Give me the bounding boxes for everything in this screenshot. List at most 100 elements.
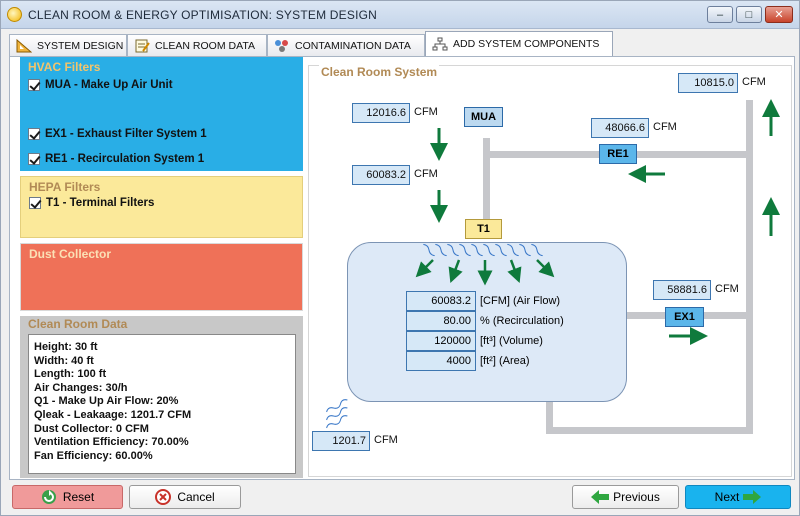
tab-label: CLEAN ROOM DATA: [155, 39, 255, 52]
cfm-unit-label: CFM: [653, 121, 677, 133]
room-volume-row: 120000 [ft³] (Volume): [406, 331, 543, 351]
checkbox[interactable]: [28, 153, 40, 165]
room-recirculation-value: 80.00: [406, 311, 476, 331]
room-data-line: Dust Collector: 0 CFM: [34, 422, 149, 435]
tab-contamination-data[interactable]: CONTAMINATION DATA: [267, 34, 425, 56]
checkbox-label: MUA - Make Up Air Unit: [45, 79, 173, 91]
hepa-filters-panel: HEPA Filters T1 - Terminal Filters: [20, 176, 303, 238]
checkbox[interactable]: [28, 79, 40, 91]
room-data-line: Fan Efficiency: 60.00%: [34, 449, 153, 462]
mua-inflow-value: 12016.6: [352, 103, 410, 123]
dust-collector-title: Dust Collector: [29, 247, 112, 261]
reset-button[interactable]: Reset: [12, 485, 123, 509]
ex1-component[interactable]: EX1: [665, 307, 704, 327]
room-data-line: Air Changes: 30/h: [34, 381, 128, 394]
hvac-item-mua[interactable]: MUA - Make Up Air Unit: [28, 79, 173, 91]
close-button[interactable]: ✕: [765, 6, 793, 23]
room-data-line: Length: 100 ft: [34, 368, 107, 381]
minimize-button[interactable]: –: [707, 6, 733, 23]
tab-content: HVAC Filters MUA - Make Up Air Unit EX1 …: [9, 56, 795, 480]
clean-room-data-panel: Clean Room Data Height: 30 ft Width: 40 …: [20, 316, 303, 478]
room-airflow-row: 60083.2 [CFM] (Air Flow): [406, 291, 560, 311]
checkbox-label: RE1 - Recirculation System 1: [45, 153, 205, 165]
window-title: CLEAN ROOM & ENERGY OPTIMISATION: SYSTEM…: [28, 8, 378, 22]
diagram-title: Clean Room System: [319, 65, 440, 79]
arrow-right-icon: [743, 490, 762, 504]
cancel-button[interactable]: Cancel: [129, 485, 241, 509]
clean-room-data-title: Clean Room Data: [28, 317, 128, 331]
previous-button-label: Previous: [613, 490, 660, 504]
tab-clean-room-data[interactable]: CLEAN ROOM DATA: [127, 34, 267, 56]
t1-inflow-value: 60083.2: [352, 165, 410, 185]
next-button[interactable]: Next: [685, 485, 791, 509]
checkbox-label: EX1 - Exhaust Filter System 1: [45, 128, 207, 140]
room-airflow-value: 60083.2: [406, 291, 476, 311]
tab-label: SYSTEM DESIGN: [37, 39, 124, 52]
room-area-value: 4000: [406, 351, 476, 371]
room-data-line: Q1 - Make Up Air Flow: 20%: [34, 395, 179, 408]
pipe-bottom-horizontal: [546, 427, 753, 434]
tab-label: ADD SYSTEM COMPONENTS: [453, 38, 600, 50]
cfm-unit-label: CFM: [374, 434, 398, 446]
cfm-unit-label: CFM: [414, 168, 438, 180]
hvac-filters-panel: HVAC Filters MUA - Make Up Air Unit EX1 …: [20, 57, 303, 171]
cfm-unit-label: CFM: [715, 283, 739, 295]
notepad-icon: [135, 39, 150, 52]
clean-room-data-list: Height: 30 ft Width: 40 ft Length: 100 f…: [28, 334, 296, 474]
leakage-value: 1201.7: [312, 431, 370, 451]
hvac-item-ex1[interactable]: EX1 - Exhaust Filter System 1: [28, 128, 207, 140]
mua-component[interactable]: MUA: [464, 107, 503, 127]
diffuser-wave-icon: [423, 243, 543, 257]
hvac-filters-title: HVAC Filters: [28, 60, 101, 74]
cfm-unit-label: CFM: [414, 106, 438, 118]
ruler-triangle-icon: [16, 38, 32, 52]
cancel-button-label: Cancel: [177, 490, 215, 504]
tab-system-design[interactable]: SYSTEM DESIGN: [9, 34, 127, 56]
app-logo-icon: [7, 7, 22, 22]
pipe-main-vertical: [746, 100, 753, 434]
room-data-line: Ventilation Efficiency: 70.00%: [34, 436, 189, 449]
hierarchy-icon: [432, 37, 448, 51]
hepa-item-t1[interactable]: T1 - Terminal Filters: [29, 197, 154, 209]
exhaust-outflow-value: 10815.0: [678, 73, 738, 93]
leakage-wave-icon: [326, 399, 348, 429]
pipe-bottom-vertical: [546, 402, 553, 434]
room-recirculation-row: 80.00 % (Recirculation): [406, 311, 564, 331]
ex1-flow-value: 58881.6: [653, 280, 711, 300]
pipe-mua-vertical: [483, 138, 490, 226]
re1-flow-value: 48066.6: [591, 118, 649, 138]
room-data-line: Width: 40 ft: [34, 354, 94, 367]
supply-arrows-icon: [415, 259, 555, 286]
refresh-icon: [41, 490, 56, 504]
dust-collector-panel: Dust Collector: [20, 243, 303, 311]
checkbox[interactable]: [28, 128, 40, 140]
room-area-label: [ft²] (Area): [480, 355, 530, 367]
title-bar: CLEAN ROOM & ENERGY OPTIMISATION: SYSTEM…: [1, 1, 799, 29]
maximize-button[interactable]: □: [736, 6, 762, 23]
room-volume-label: [ft³] (Volume): [480, 335, 543, 347]
clean-room-body: 60083.2 [CFM] (Air Flow) 80.00 % (Recirc…: [347, 242, 627, 402]
re1-component[interactable]: RE1: [599, 144, 637, 164]
clean-room-system-diagram: Clean Room System 12016.6 CFM 60083.2 CF…: [308, 65, 792, 477]
hepa-filters-title: HEPA Filters: [29, 180, 101, 194]
room-volume-value: 120000: [406, 331, 476, 351]
tab-add-system-components[interactable]: ADD SYSTEM COMPONENTS: [425, 31, 613, 56]
room-data-line: Qleak - Leakaage: 1201.7 CFM: [34, 408, 192, 421]
hvac-item-re1[interactable]: RE1 - Recirculation System 1: [28, 153, 204, 165]
room-area-row: 4000 [ft²] (Area): [406, 351, 530, 371]
checkbox-label: T1 - Terminal Filters: [46, 197, 155, 209]
previous-button[interactable]: Previous: [572, 485, 679, 509]
t1-component[interactable]: T1: [465, 219, 502, 239]
molecules-icon: [275, 39, 288, 52]
cfm-unit-label: CFM: [742, 76, 766, 88]
flow-arrows-overlay: [326, 99, 780, 429]
next-button-label: Next: [714, 490, 740, 504]
room-data-line: Height: 30 ft: [34, 341, 98, 353]
cancel-icon: [155, 489, 172, 505]
room-airflow-label: [CFM] (Air Flow): [480, 295, 561, 307]
checkbox[interactable]: [29, 197, 41, 209]
room-recirculation-label: % (Recirculation): [480, 315, 564, 327]
reset-button-label: Reset: [62, 490, 95, 504]
tab-label: CONTAMINATION DATA: [295, 39, 411, 52]
